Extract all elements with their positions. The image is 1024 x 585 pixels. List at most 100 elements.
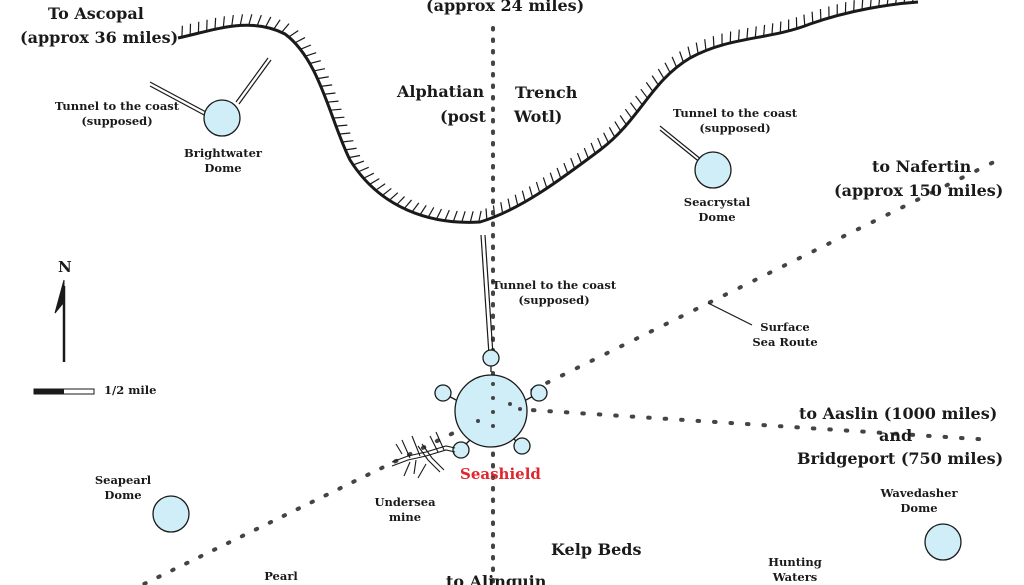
trench-hachure — [811, 11, 814, 24]
surface-route-pointer — [707, 302, 753, 326]
trench-hachure — [886, 0, 889, 6]
trench-hachure — [348, 154, 361, 159]
trench-hachure — [651, 75, 659, 86]
trench-hachure — [695, 42, 699, 54]
trench-hachure — [746, 27, 749, 40]
label-brightwater-dome: Brightwater Dome — [184, 146, 262, 175]
label-trench-trench: Trench — [515, 83, 578, 102]
trench-hachure — [281, 23, 290, 33]
trench-hachure — [528, 186, 534, 198]
trench-hachure — [313, 68, 326, 72]
label-pearl: Pearl — [264, 569, 298, 583]
trench-hachure — [779, 21, 782, 33]
trench-hachure — [248, 14, 253, 26]
tunnel-seacrystal — [659, 125, 703, 165]
label-north: N — [58, 258, 72, 276]
label-tunnel-seacrystal: Tunnel to the coast (supposed) — [672, 106, 798, 135]
label-to-ascopal: To Ascopal — [48, 4, 144, 23]
trench-hachure — [222, 16, 225, 28]
trench-hachure — [381, 187, 392, 196]
label-seashield: Seashield — [460, 465, 541, 483]
trench-hachure — [333, 116, 345, 119]
trench-hachure — [635, 95, 643, 106]
brightwater-dome — [203, 99, 241, 137]
trench-hachure — [363, 172, 375, 179]
trench-hachure — [288, 30, 299, 38]
trench-hachure — [352, 160, 365, 166]
trench-hachure — [556, 167, 562, 179]
trench-hachure — [645, 82, 654, 93]
trench-hachures — [181, 0, 914, 223]
trench-hachure — [878, 0, 881, 7]
seacrystal-dome — [694, 151, 732, 189]
trench-hachure — [403, 199, 413, 210]
trench-hachure — [619, 115, 628, 126]
trench-hachure — [461, 211, 466, 223]
label-trench-wotl: Wotl) — [514, 107, 563, 126]
trench-hachure — [614, 121, 622, 132]
trench-hachure — [583, 147, 589, 159]
trench-hachure — [300, 44, 312, 50]
label-hunting-waters: Hunting Waters — [768, 555, 822, 584]
label-surface-sea-route: Surface Sea Route — [752, 320, 818, 349]
trench-hachure — [309, 60, 321, 65]
label-scale: 1/2 mile — [104, 383, 157, 397]
trench-hachure — [771, 23, 774, 35]
wavedasher-dome — [924, 523, 962, 561]
label-to-nafertin: to Nafertin — [872, 157, 972, 176]
trench-hachure — [231, 14, 234, 27]
label-and: and — [879, 426, 913, 445]
trench-hachure — [570, 157, 576, 169]
trench-hachure — [265, 16, 272, 28]
trench-hachure — [624, 108, 633, 119]
trench-hachure — [664, 62, 671, 74]
trench-hachure — [317, 76, 329, 80]
trench-hachure — [521, 190, 526, 202]
trench-hachure — [444, 209, 450, 221]
trench-hachure — [452, 210, 458, 222]
trench-hachure — [687, 46, 692, 58]
trench-hachure — [427, 207, 435, 218]
label-tunnel-brightwater: Tunnel to the coast (supposed) — [54, 99, 180, 128]
trench-hachure — [396, 196, 405, 206]
label-trench-post: (post — [440, 107, 486, 126]
trench-hachure — [542, 177, 548, 189]
seapearl-dome — [152, 495, 190, 533]
trench-hachure — [671, 56, 678, 68]
trench-hachure — [597, 137, 603, 149]
north-arrow — [54, 279, 66, 362]
trench-hachure — [608, 127, 616, 138]
seashield-route-dots — [476, 382, 522, 428]
label-undersea-mine: Undersea mine — [374, 495, 436, 524]
scale-bar — [33, 388, 95, 395]
route-to-nafertin — [486, 156, 1004, 414]
label-tunnel-seashield: Tunnel to the coast (supposed) — [492, 278, 617, 307]
label-trench-alphatian: Alphatian — [397, 82, 485, 101]
label-seapearl-dome: Seapearl Dome — [94, 473, 152, 502]
trench-hachure — [338, 132, 351, 135]
trench-hachure — [330, 108, 342, 111]
trench-hachure — [435, 208, 443, 220]
trench-hachure — [214, 17, 217, 30]
trench-edge — [177, 0, 919, 224]
trench-hachure — [507, 198, 511, 210]
label-to-aaslin: to Aaslin (1000 miles) — [799, 404, 998, 423]
tunnel-brightwater — [149, 57, 272, 117]
trench-hachure — [894, 0, 897, 5]
label-bridgeport: Bridgeport (750 miles) — [797, 449, 1004, 468]
trench-hachure — [485, 208, 488, 220]
label-top-distance: (approx 24 miles) — [426, 0, 585, 15]
trench-hachure — [869, 0, 872, 9]
trench-hachure — [500, 202, 504, 214]
trench-hachure — [345, 147, 357, 151]
trench-hachure — [853, 0, 855, 12]
trench-hachure — [903, 0, 906, 4]
trench-hachure — [754, 26, 757, 38]
undersea-mine-tunnels — [391, 431, 456, 479]
trench-hachure — [712, 36, 715, 48]
route-to-aaslin — [498, 406, 994, 442]
trench-hachure — [324, 92, 336, 95]
trench-hachure — [911, 0, 914, 3]
trench-hachure — [549, 172, 555, 184]
